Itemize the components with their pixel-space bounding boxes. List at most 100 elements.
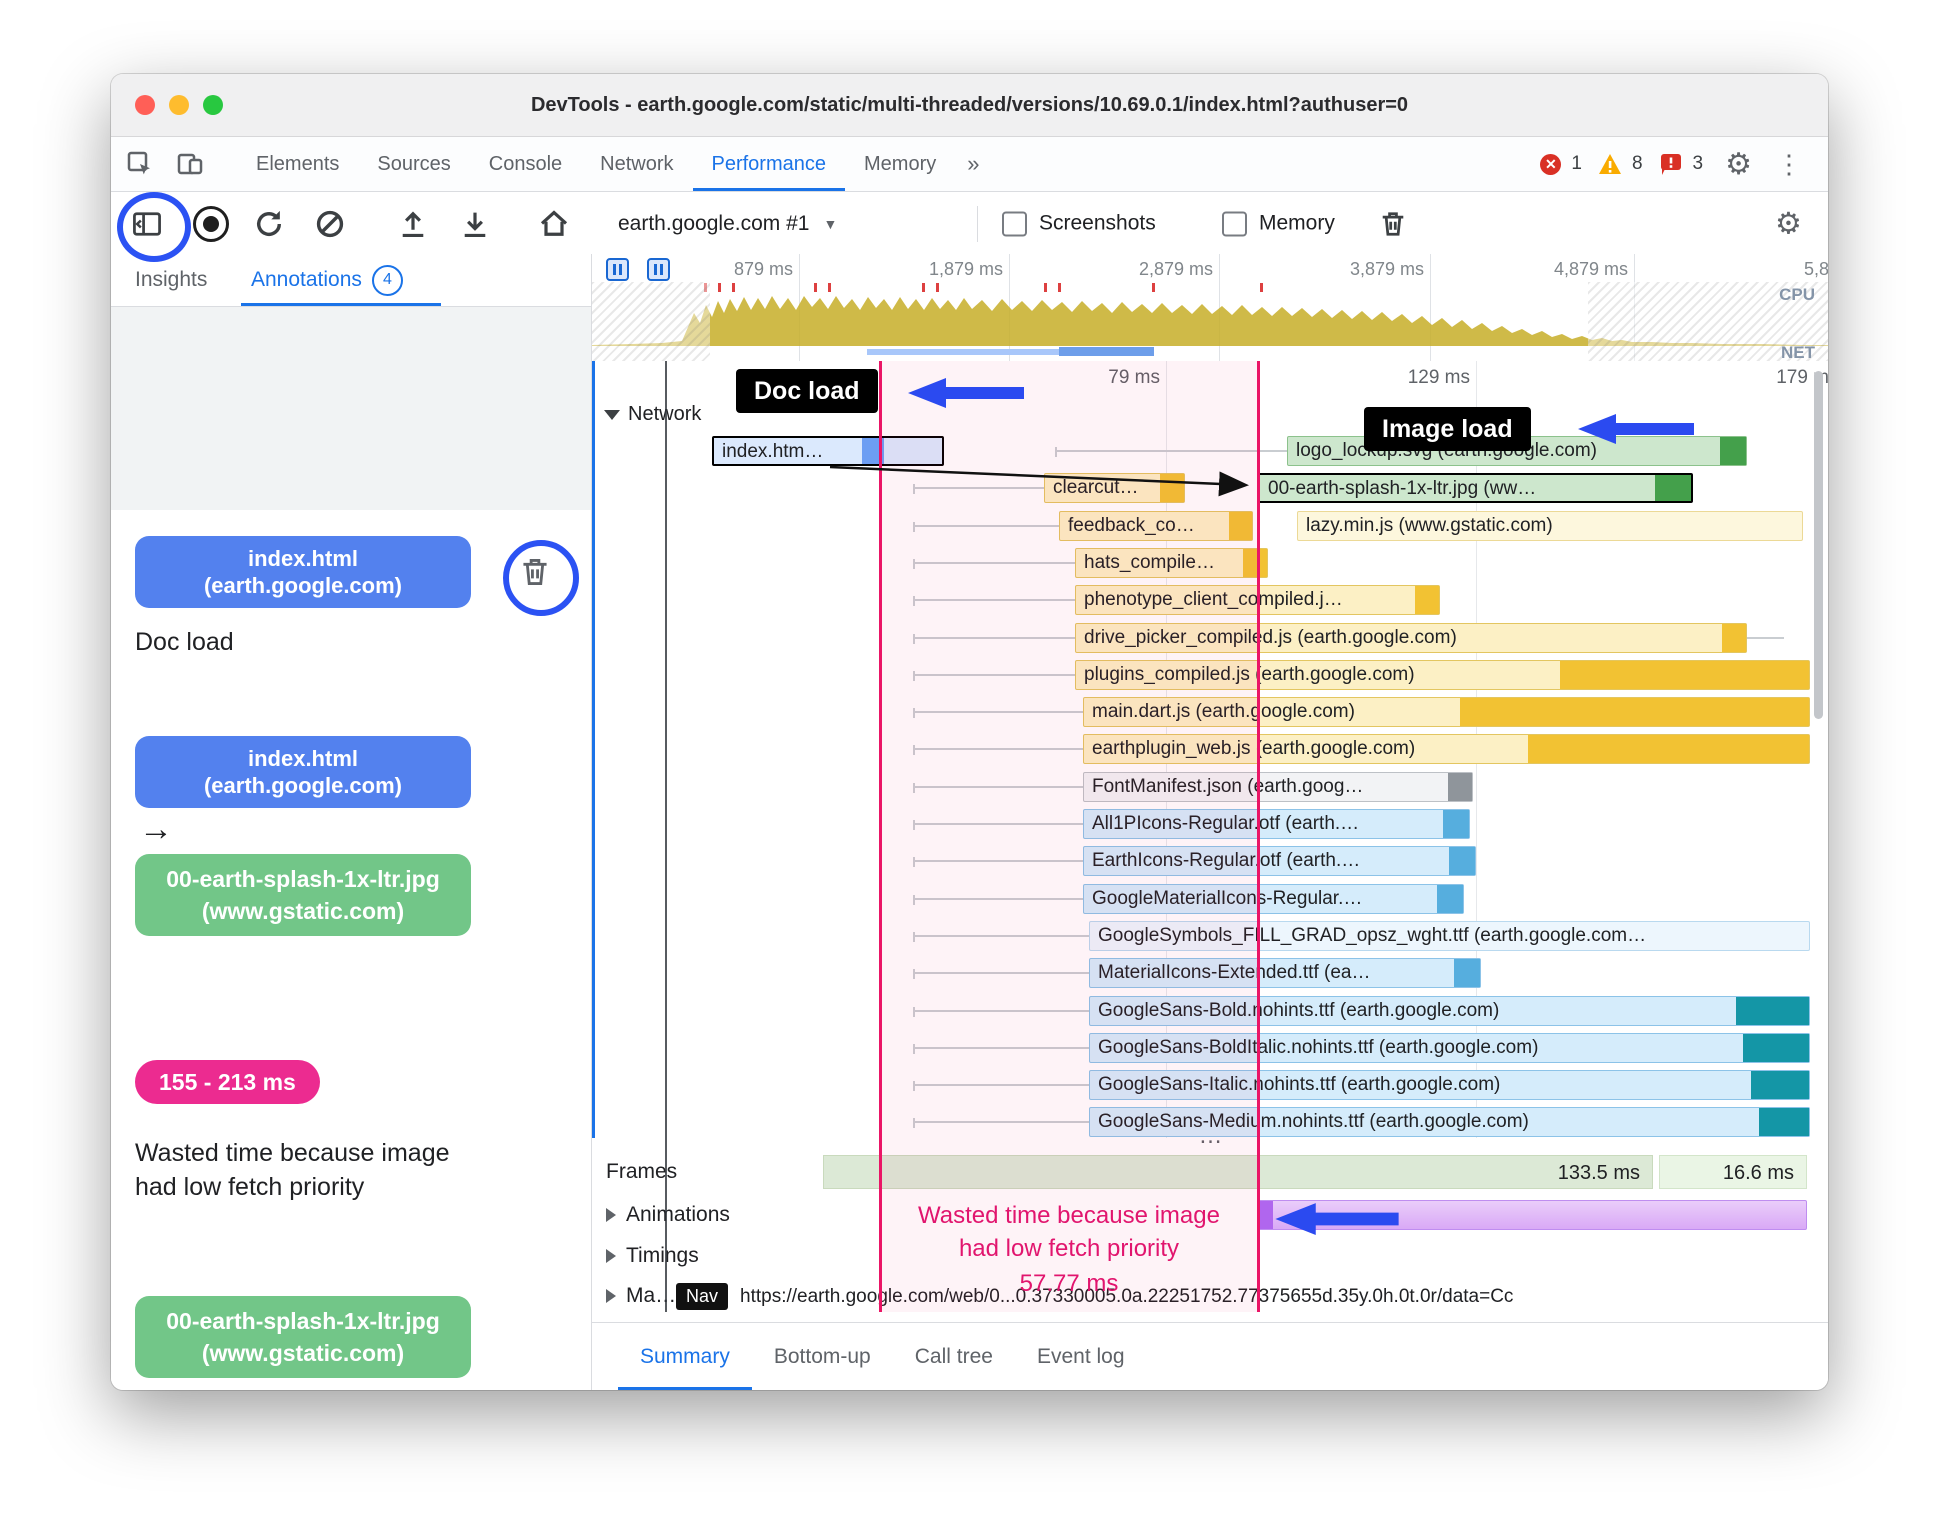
annotation-chip-doc[interactable]: index.html (earth.google.com) <box>135 536 471 608</box>
request-active-segment <box>1736 997 1809 1025</box>
request-label: index.htm… <box>722 441 824 462</box>
zoom-button[interactable] <box>203 95 223 115</box>
request-cap <box>1722 624 1746 652</box>
frames-segment[interactable]: 16.6 ms <box>1659 1155 1807 1189</box>
checkbox-box[interactable] <box>1002 211 1027 236</box>
record-icon[interactable] <box>193 205 229 242</box>
network-request-bar[interactable]: GoogleMaterialIcons-Regular.… <box>1083 884 1464 914</box>
main-track[interactable]: Ma… Nav https://earth.google.com/web/0..… <box>592 1279 1828 1313</box>
status-badges: ✕ 1 8 3 ⚙ ⋮ <box>1540 137 1828 191</box>
vertical-scrollbar[interactable] <box>1814 371 1823 719</box>
warning-icon[interactable] <box>1598 153 1622 175</box>
trash-icon[interactable] <box>517 554 553 590</box>
error-icon[interactable]: ✕ <box>1540 153 1562 175</box>
annotation-chip-link-from[interactable]: index.html (earth.google.com) <box>135 736 471 808</box>
network-track-header[interactable]: Network <box>604 403 701 426</box>
overview-gridline <box>1634 254 1635 361</box>
network-request-bar[interactable]: index.htm… <box>712 436 944 466</box>
network-request-bar[interactable]: GoogleSans-Bold.nohints.ttf (earth.googl… <box>1089 996 1810 1026</box>
close-button[interactable] <box>135 95 155 115</box>
annotation-chip-link-to[interactable]: 00-earth-splash-1x-ltr.jpg (www.gstatic.… <box>135 854 471 936</box>
request-label: hats_compile… <box>1084 552 1215 573</box>
capture-settings-gear-icon[interactable]: ⚙ <box>1775 207 1802 240</box>
checkbox-box[interactable] <box>1222 211 1247 236</box>
network-request-bar[interactable]: phenotype_client_compiled.j… <box>1075 585 1440 615</box>
wasted-line2: had low fetch priority <box>958 1235 1180 1262</box>
network-request-bar[interactable]: GoogleSans-Italic.nohints.ttf (earth.goo… <box>1089 1070 1810 1100</box>
detail-tab-call-tree[interactable]: Call tree <box>914 1345 993 1368</box>
network-request-bar[interactable]: GoogleSymbols_FILL_GRAD_opsz_wght.ttf (e… <box>1089 921 1810 951</box>
tab-annotations[interactable]: Annotations 4 <box>251 254 403 306</box>
network-request-bar[interactable]: EarthIcons-Regular.otf (earth.… <box>1083 846 1476 876</box>
tab-insights[interactable]: Insights <box>135 268 208 291</box>
detail-tab-event-log[interactable]: Event log <box>1036 1345 1125 1368</box>
detail-tab-summary[interactable]: Summary <box>618 1323 752 1390</box>
settings-gear-icon[interactable]: ⚙ <box>1725 147 1752 181</box>
inspect-icon[interactable] <box>119 137 161 191</box>
download-profile-icon[interactable] <box>459 208 491 240</box>
network-request-bar[interactable]: 00-earth-splash-1x-ltr.jpg (ww… <box>1258 473 1693 503</box>
long-task-mark <box>1058 283 1061 292</box>
kebab-menu-icon[interactable]: ⋮ <box>1776 148 1802 179</box>
detail-tab-bottom-up[interactable]: Bottom-up <box>773 1345 871 1368</box>
memory-checkbox[interactable]: Memory <box>1222 211 1335 236</box>
timings-track[interactable]: Timings <box>592 1239 1828 1273</box>
breadcrumb-marker-icon[interactable] <box>647 258 670 281</box>
network-request-bar[interactable]: GoogleSans-BoldItalic.nohints.ttf (earth… <box>1089 1033 1810 1063</box>
toggle-sidebar-icon[interactable] <box>131 208 163 240</box>
selected-annotation-card-bg <box>111 306 591 510</box>
upload-profile-icon[interactable] <box>397 208 429 240</box>
profile-select[interactable]: earth.google.com #1 ▼ <box>618 212 837 236</box>
reload-record-icon[interactable] <box>253 208 285 240</box>
home-icon[interactable] <box>538 208 570 240</box>
request-cap <box>1655 475 1691 501</box>
network-request-bar[interactable]: FontManifest.json (earth.goog… <box>1083 772 1473 802</box>
network-request-bar[interactable]: lazy.min.js (www.gstatic.com) <box>1297 511 1803 541</box>
chevron-right-icon[interactable] <box>606 1249 616 1263</box>
tab-elements[interactable]: Elements <box>256 152 340 175</box>
screenshots-checkbox[interactable]: Screenshots <box>1002 211 1156 236</box>
frames-track[interactable]: Frames 133.5 ms 16.6 ms <box>592 1153 1828 1190</box>
doc-load-callout[interactable]: Doc load <box>736 369 878 413</box>
network-request-bar[interactable]: earthplugin_web.js (earth.google.com) <box>1083 734 1810 764</box>
request-active-segment <box>1751 1071 1809 1099</box>
network-request-bar[interactable]: drive_picker_compiled.js (earth.google.c… <box>1075 623 1747 653</box>
chevron-right-icon[interactable] <box>606 1289 616 1303</box>
more-tabs-button[interactable]: » <box>967 151 980 176</box>
annotation-chip-range[interactable]: 155 - 213 ms <box>135 1060 320 1104</box>
network-request-bar[interactable]: MaterialIcons-Extended.ttf (ea… <box>1089 958 1481 988</box>
breadcrumb-marker-icon[interactable] <box>606 258 629 281</box>
request-timing-whisker <box>913 895 1083 905</box>
request-timing-whisker <box>913 783 1083 793</box>
request-cap <box>1229 512 1252 540</box>
tab-memory[interactable]: Memory <box>864 152 937 175</box>
annotation-chip-image[interactable]: 00-earth-splash-1x-ltr.jpg (www.gstatic.… <box>135 1296 471 1378</box>
network-request-bar[interactable]: hats_compile… <box>1075 548 1268 578</box>
tab-performance[interactable]: Performance <box>693 137 846 191</box>
network-request-bar[interactable]: clearcut… <box>1044 473 1185 503</box>
network-request-bar[interactable]: feedback_co… <box>1059 511 1253 541</box>
minimize-button[interactable] <box>169 95 189 115</box>
request-label: 00-earth-splash-1x-ltr.jpg (ww… <box>1268 478 1537 499</box>
tab-sources[interactable]: Sources <box>377 152 451 175</box>
tab-network[interactable]: Network <box>600 152 674 175</box>
request-label: GoogleSans-Bold.nohints.ttf (earth.googl… <box>1098 1000 1500 1021</box>
collect-garbage-icon[interactable] <box>1377 208 1409 240</box>
request-active-segment <box>1743 1034 1809 1062</box>
clear-icon[interactable] <box>314 208 346 240</box>
issues-icon[interactable] <box>1659 152 1683 176</box>
panel-tabs: Elements Sources Console Network Performance… <box>237 137 955 191</box>
network-request-bar[interactable]: main.dart.js (earth.google.com) <box>1083 697 1810 727</box>
chevron-right-icon[interactable] <box>606 1208 616 1222</box>
image-load-callout[interactable]: Image load <box>1364 407 1531 451</box>
frames-segment[interactable]: 133.5 ms <box>823 1155 1653 1189</box>
request-label: GoogleMaterialIcons-Regular.… <box>1092 888 1363 909</box>
network-request-bar[interactable]: GoogleSans-Medium.nohints.ttf (earth.goo… <box>1089 1107 1810 1137</box>
device-toolbar-icon[interactable] <box>169 137 211 191</box>
more-requests-indicator[interactable]: … <box>1198 1122 1226 1149</box>
tab-console[interactable]: Console <box>488 152 563 175</box>
network-request-bar[interactable]: plugins_compiled.js (earth.google.com) <box>1075 660 1810 690</box>
network-request-bar[interactable]: All1PIcons-Regular.otf (earth.… <box>1083 809 1470 839</box>
